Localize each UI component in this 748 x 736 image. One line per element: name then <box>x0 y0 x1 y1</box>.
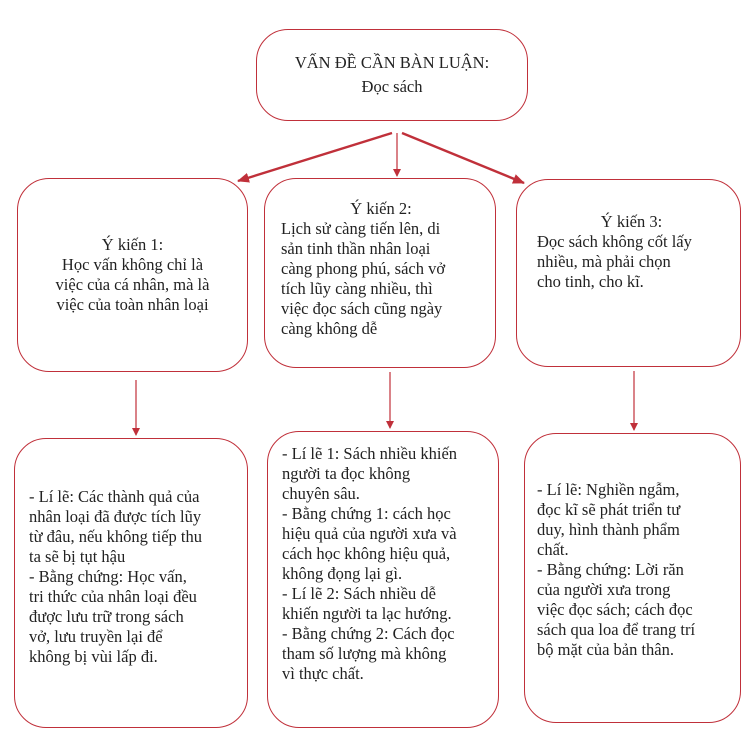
root-title: VẤN ĐỀ CẦN BÀN LUẬN: <box>294 53 490 72</box>
opinion-3-heading: Ý kiến 3: <box>600 212 663 231</box>
detail-3-line: bộ mặt của bản thân. <box>537 640 674 659</box>
detail-1-line: - Lí lẽ: Các thành quả của <box>29 487 200 506</box>
detail-1-line: - Bằng chứng: Học vấn, <box>29 567 187 586</box>
opinion-2-line: sản tinh thần nhân loại <box>281 239 431 258</box>
detail-2-line: cách học không hiệu quả, <box>282 544 451 563</box>
detail-3-line: - Lí lẽ: Nghiền ngẫm, <box>537 480 680 499</box>
opinion-2-line: càng không dễ <box>281 319 378 338</box>
opinion-3-line: nhiều, mà phải chọn <box>537 252 671 271</box>
detail-box-1: - Lí lẽ: Các thành quả của nhân loại đã … <box>14 438 248 728</box>
opinion-2-line: Lịch sử càng tiến lên, di <box>281 219 441 238</box>
arrow-root-to-opinion-3 <box>401 131 525 185</box>
detail-box-2: - Lí lẽ 1: Sách nhiều khiến người ta đọc… <box>267 431 499 728</box>
detail-3-line: việc đọc sách; cách đọc <box>537 600 693 619</box>
opinion-1-line: việc của cá nhân, mà là <box>55 275 210 294</box>
opinion-2-heading: Ý kiến 2: <box>350 199 412 218</box>
detail-1-line: từ đâu, nếu không tiếp thu <box>29 527 203 546</box>
opinion-1-heading: Ý kiến 1: <box>101 235 164 254</box>
opinion-3-line: cho tinh, cho kĩ. <box>537 272 644 291</box>
opinion-3-line: Đọc sách không cốt lấy <box>537 232 692 251</box>
opinion-box-3: Ý kiến 3: Đọc sách không cốt lấy nhiều, … <box>516 179 741 367</box>
detail-2-line: - Bằng chứng 2: Cách đọc <box>282 624 455 643</box>
opinion-2-line: càng phong phú, sách vở <box>281 259 446 278</box>
detail-1-line: ta sẽ bị tụt hậu <box>29 547 126 566</box>
opinion-1-line: Học vấn không chỉ là <box>61 255 204 274</box>
detail-1-line: tri thức của nhân loại đều <box>29 587 197 606</box>
detail-3-line: của người xưa trong <box>537 580 671 599</box>
detail-3-line: - Bằng chứng: Lời răn <box>537 560 684 579</box>
detail-3-line: duy, hình thành phẩm <box>537 520 680 539</box>
detail-2-line: tham số lượng mà không <box>282 644 447 663</box>
detail-3-line: chất. <box>537 540 569 559</box>
detail-2-line: - Lí lẽ 1: Sách nhiều khiến <box>282 444 458 463</box>
opinion-box-2: Ý kiến 2: Lịch sử càng tiến lên, di sản … <box>264 178 496 368</box>
arrow-root-to-opinion-1 <box>237 131 393 183</box>
root-box: VẤN ĐỀ CẦN BÀN LUẬN: Đọc sách <box>256 29 528 121</box>
detail-2-line: khiến người ta lạc hướng. <box>282 604 452 623</box>
detail-3-line: đọc kĩ sẽ phát triển tư <box>537 500 681 519</box>
root-subtitle: Đọc sách <box>361 77 423 96</box>
detail-2-line: chuyên sâu. <box>282 484 360 503</box>
detail-1-line: được lưu trữ trong sách <box>29 607 184 626</box>
detail-2-line: - Lí lẽ 2: Sách nhiều dễ <box>282 584 436 603</box>
opinion-1-line: việc của toàn nhân loại <box>56 295 209 314</box>
detail-1-line: nhân loại đã được tích lũy <box>29 507 202 526</box>
detail-1-line: vở, lưu truyền lại để <box>29 627 163 646</box>
detail-2-line: - Bằng chứng 1: cách học <box>282 504 451 523</box>
detail-2-line: hiệu quả của người xưa và <box>282 524 457 543</box>
detail-3-line: sách qua loa để trang trí <box>537 620 696 639</box>
opinion-2-line: tích lũy càng nhiều, thì <box>281 279 433 298</box>
detail-box-3: - Lí lẽ: Nghiền ngẫm, đọc kĩ sẽ phát tri… <box>524 433 741 723</box>
opinion-box-1: Ý kiến 1: Học vấn không chỉ là việc của … <box>17 178 248 372</box>
detail-2-line: vì thực chất. <box>282 664 364 683</box>
detail-2-line: người ta đọc không <box>282 464 411 483</box>
detail-1-line: không bị vùi lấp đi. <box>29 647 158 666</box>
opinion-2-line: việc đọc sách cũng ngày <box>281 299 443 318</box>
detail-2-line: không đọng lại gì. <box>282 564 403 583</box>
